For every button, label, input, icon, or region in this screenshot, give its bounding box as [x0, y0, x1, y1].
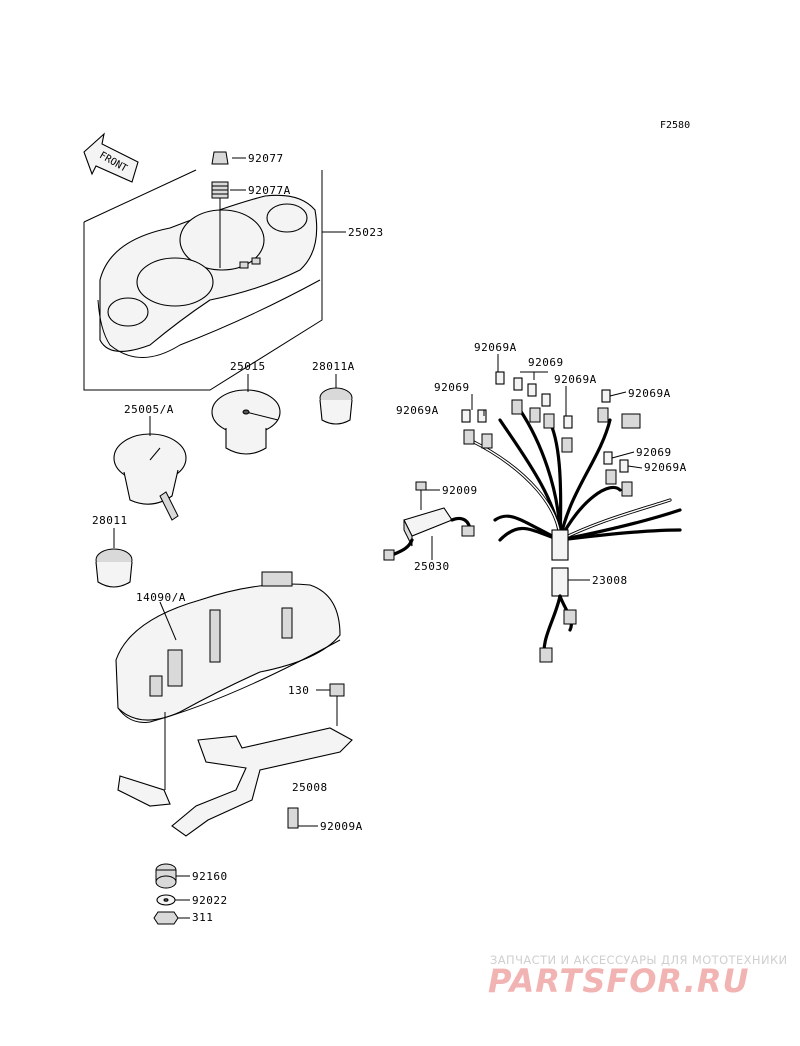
part-label-92069a-4: 92069A — [396, 404, 439, 417]
part-label-25005a: 25005/A — [124, 403, 174, 416]
indicator-socket-28011 — [95, 548, 133, 588]
unit-25030 — [383, 507, 475, 561]
part-label-92069a-2: 92069A — [554, 373, 597, 386]
part-label-23008: 23008 — [592, 574, 628, 587]
washer-92022 — [156, 894, 190, 906]
part-label-92069-2: 92069 — [434, 381, 470, 394]
part-label-92022: 92022 — [192, 894, 228, 907]
watermark-logo: PARTSFOR.RU — [488, 962, 750, 1000]
tachometer-unit — [113, 433, 187, 521]
part-label-25030: 25030 — [414, 560, 450, 573]
speedometer-unit — [211, 389, 281, 455]
cover-assembly-outline — [83, 170, 323, 391]
part-label-92069a-1: 92069A — [474, 341, 517, 354]
figure-code: F2580 — [660, 120, 691, 131]
part-label-311: 311 — [192, 911, 214, 924]
damper-92160 — [155, 863, 190, 889]
part-label-92077a: 92077A — [248, 184, 291, 197]
grommet-92077a — [211, 181, 229, 268]
part-label-25008: 25008 — [292, 781, 328, 794]
screw-92009 — [415, 481, 440, 510]
part-label-130: 130 — [288, 684, 310, 697]
part-label-92069a-5: 92069A — [644, 461, 687, 474]
part-label-25023: 25023 — [348, 226, 384, 239]
part-label-92069a-3: 92069A — [628, 387, 671, 400]
meter-cover — [97, 194, 321, 358]
indicator-socket-28011a — [319, 387, 353, 425]
leader-lines — [113, 157, 643, 641]
part-label-14090a: 14090/A — [136, 591, 186, 604]
wire-harness — [468, 408, 682, 663]
meter-bracket — [117, 727, 353, 837]
part-label-28011a: 28011A — [312, 360, 355, 373]
part-label-92077: 92077 — [248, 152, 284, 165]
part-label-92160: 92160 — [192, 870, 228, 883]
part-label-28011: 28011 — [92, 514, 128, 527]
nut-311 — [153, 911, 190, 925]
meter-lower-case — [115, 571, 341, 790]
bolt-130 — [316, 683, 345, 726]
bolt-92009a — [287, 807, 318, 829]
part-label-92009: 92009 — [442, 484, 478, 497]
part-label-25015: 25015 — [230, 360, 266, 373]
part-label-92009a: 92009A — [320, 820, 363, 833]
part-label-92069-3: 92069 — [636, 446, 672, 459]
front-arrow-icon: FRONT — [83, 132, 139, 183]
watermark-tagline: ЗАПЧАСТИ И АКСЕССУАРЫ ДЛЯ МОТОТЕХНИКИ — [490, 953, 788, 967]
screw-92077 — [211, 151, 229, 165]
part-label-92069-1: 92069 — [528, 356, 564, 369]
bulb-sockets — [461, 371, 641, 497]
